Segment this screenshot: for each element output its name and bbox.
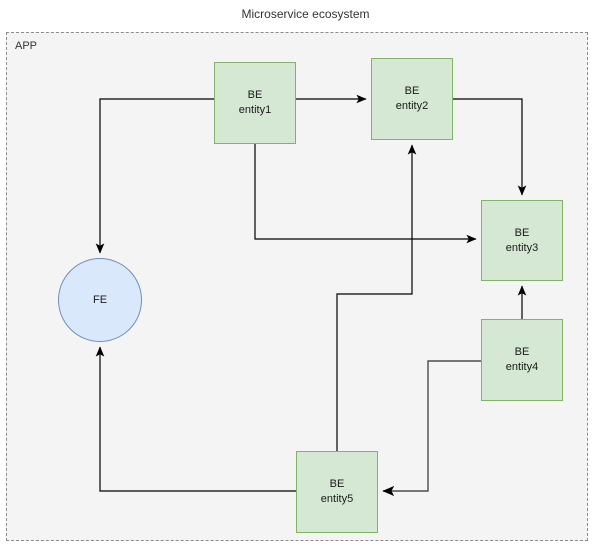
- node-entity4-line1: BE: [514, 346, 530, 358]
- node-entity3[interactable]: BE entity3: [481, 200, 563, 281]
- node-entity1-line1: BE: [247, 89, 263, 101]
- node-entity5-line1: BE: [329, 478, 345, 490]
- node-entity4-line2: entity4: [505, 361, 539, 373]
- node-entity5[interactable]: BE entity5: [296, 451, 378, 533]
- app-container-label: APP: [15, 40, 38, 52]
- node-entity1[interactable]: BE entity1: [214, 62, 296, 144]
- node-entity2-line2: entity2: [395, 100, 429, 112]
- node-entity4[interactable]: BE entity4: [481, 319, 563, 401]
- node-entity1-line2: entity1: [238, 104, 272, 116]
- page-title: Microservice ecosystem: [241, 7, 370, 21]
- node-fe-line1: FE: [92, 293, 108, 306]
- node-entity5-line2: entity5: [320, 493, 354, 505]
- node-fe[interactable]: FE: [58, 258, 142, 342]
- node-entity2[interactable]: BE entity2: [371, 58, 453, 140]
- node-entity3-line1: BE: [514, 226, 530, 239]
- node-entity3-line2: entity3: [505, 241, 539, 254]
- node-entity2-line1: BE: [404, 85, 420, 97]
